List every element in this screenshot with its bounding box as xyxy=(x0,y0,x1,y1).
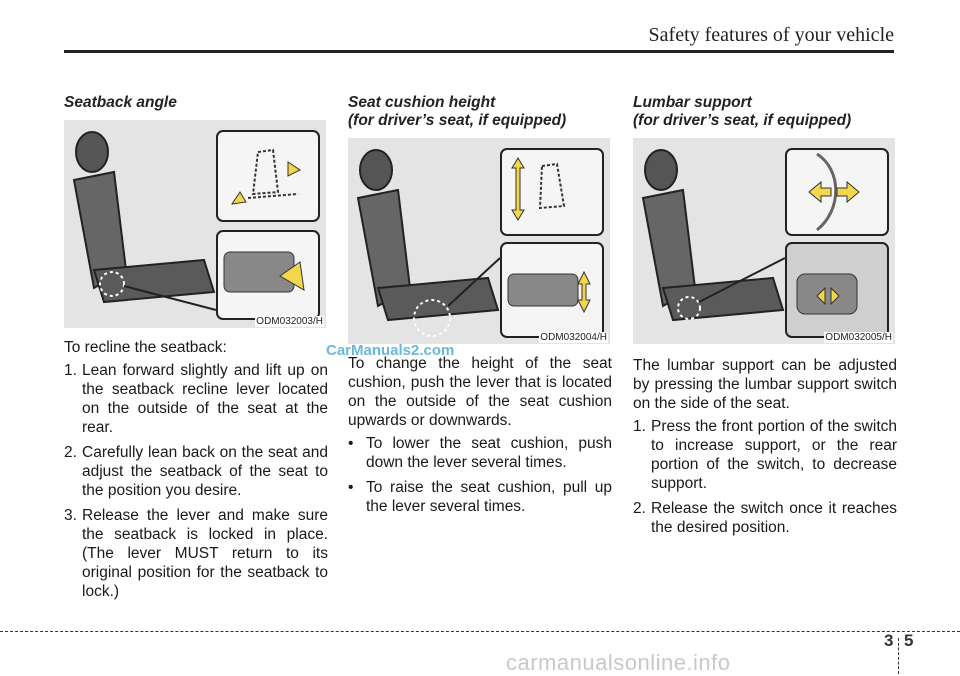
section-subtitle-text: (for driver’s seat, if equipped) xyxy=(348,112,567,129)
section-title: Seat cushion height (for driver’s seat, … xyxy=(348,94,612,130)
list-item: 2.Carefully lean back on the seat and ad… xyxy=(64,444,328,499)
steps-list: 1.Lean forward slightly and lift up on t… xyxy=(64,361,328,601)
section-seatback-angle: Seatback angle ODM032003/H To rec xyxy=(64,94,328,607)
list-item: 2.Release the switch once it reaches the… xyxy=(633,500,897,536)
left-right-arrow-icon xyxy=(808,152,860,232)
page-number: 5 xyxy=(904,631,914,650)
lever-arrow-icon xyxy=(507,270,591,314)
section-body: To change the height of the seat cushion… xyxy=(348,354,612,516)
list-item: •To raise the seat cushion, pull up the … xyxy=(348,479,612,515)
lumbar-switch-inset xyxy=(785,242,889,338)
section-title-text: Lumbar support xyxy=(633,94,752,111)
section-title-text: Seatback angle xyxy=(64,94,177,111)
list-item: 1.Press the front portion of the switch … xyxy=(633,418,897,492)
lever-arrow-icon xyxy=(223,251,305,293)
switch-arrows-icon xyxy=(796,273,858,315)
section-subtitle-text: (for driver’s seat, if equipped) xyxy=(633,112,852,129)
chapter-number: 3 xyxy=(884,631,894,650)
bottom-watermark: carmanualsonline.info xyxy=(506,650,731,675)
lumbar-figure: ODM032005/H xyxy=(633,138,895,344)
bullets-list: •To lower the seat cushion, push down th… xyxy=(348,434,612,516)
intro-text: To recline the seatback: xyxy=(64,339,227,356)
steps-list: 1.Press the front portion of the switch … xyxy=(633,417,897,537)
seat-illustration xyxy=(641,149,786,322)
intro-text: To change the height of the seat cushion… xyxy=(348,355,612,429)
height-lever-inset xyxy=(500,242,604,338)
height-inset xyxy=(500,148,604,236)
cushion-figure: ODM032004/H xyxy=(348,138,610,344)
up-down-arrow-icon xyxy=(511,157,566,221)
section-body: The lumbar support can be adjusted by pr… xyxy=(633,356,897,537)
section-title-text: Seat cushion height xyxy=(348,94,496,111)
section-title: Lumbar support (for driver’s seat, if eq… xyxy=(633,94,897,130)
seat-illustration xyxy=(72,131,217,311)
section-title: Seatback angle xyxy=(64,94,328,112)
recline-arrows-icon xyxy=(230,148,301,205)
intro-text: The lumbar support can be adjusted by pr… xyxy=(633,357,897,412)
lever-inset xyxy=(216,230,320,320)
section-seat-cushion-height: Seat cushion height (for driver’s seat, … xyxy=(348,94,612,522)
section-body: To recline the seatback: 1.Lean forward … xyxy=(64,338,328,601)
page-number-separator xyxy=(898,638,899,674)
recline-inset xyxy=(216,130,320,222)
list-item: •To lower the seat cushion, push down th… xyxy=(348,435,612,471)
lumbar-inset xyxy=(785,148,889,236)
footer-rule xyxy=(0,631,960,632)
section-lumbar-support: Lumbar support (for driver’s seat, if eq… xyxy=(633,94,897,543)
header-rule xyxy=(64,50,894,53)
watermark: CarManuals2.com xyxy=(326,342,455,359)
seatback-figure: ODM032003/H xyxy=(64,120,326,328)
seat-illustration xyxy=(356,149,501,337)
list-item: 3.Release the lever and make sure the se… xyxy=(64,507,328,600)
figure-code: ODM032003/H xyxy=(255,316,324,327)
list-item: 1.Lean forward slightly and lift up on t… xyxy=(64,362,328,436)
figure-code: ODM032005/H xyxy=(824,332,893,343)
figure-code: ODM032004/H xyxy=(539,332,608,343)
header-title: Safety features of your vehicle xyxy=(648,24,894,46)
